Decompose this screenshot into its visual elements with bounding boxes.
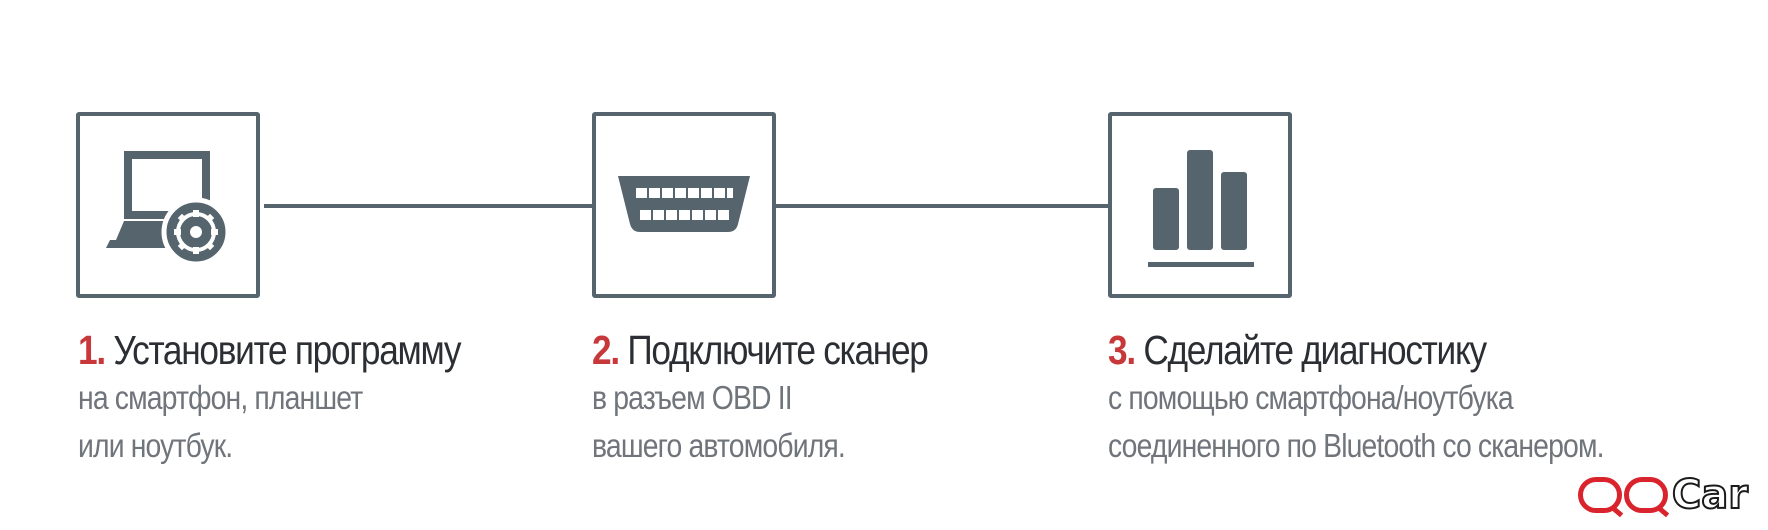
bar-chart-icon [1148, 150, 1254, 267]
step-2: 2. Подключите сканер в разъем OBD II ваш… [592, 326, 1112, 470]
step-1-title: 1. Установите программу [78, 326, 525, 374]
step-1-title-text: Установите программу [113, 327, 461, 373]
step-3-icon-box [1108, 112, 1292, 298]
step-3-title-text: Сделайте диагностику [1143, 327, 1487, 373]
step-2-title: 2. Подключите сканер [592, 326, 1039, 374]
step-3-line-2: соединенного по Bluetooth со сканером. [1108, 427, 1604, 464]
step-3-title: 3. Сделайте диагностику [1108, 326, 1641, 374]
obd-connector-icon [618, 176, 750, 232]
step-1-number: 1. [78, 327, 106, 373]
watermark-q-letter-2 [1623, 477, 1668, 513]
connector-line-1 [264, 204, 592, 208]
watermark-car-text: Car [1671, 471, 1749, 519]
step-2-title-text: Подключите сканер [627, 327, 929, 373]
step-1-icon-box [76, 112, 260, 298]
step-3-number: 3. [1108, 327, 1136, 373]
step-3: 3. Сделайте диагностику с помощью смартф… [1108, 326, 1728, 470]
step-3-line-1: с помощью смартфона/ноутбука [1108, 379, 1514, 416]
connector-line-2 [776, 204, 1108, 208]
step-1: 1. Установите программу на смартфон, пла… [78, 326, 598, 470]
step-1-line-2: или ноутбук. [78, 427, 233, 464]
step-2-icon-box [592, 112, 776, 298]
qqcar-watermark-logo: Car [1577, 468, 1749, 522]
watermark-q-letter-1 [1577, 477, 1622, 513]
step-2-line-2: вашего автомобиля. [592, 427, 846, 464]
laptop-gear-icon [106, 151, 231, 267]
step-2-number: 2. [592, 327, 620, 373]
step-1-line-1: на смартфон, планшет [78, 379, 363, 416]
step-2-line-1: в разъем OBD II [592, 379, 793, 416]
